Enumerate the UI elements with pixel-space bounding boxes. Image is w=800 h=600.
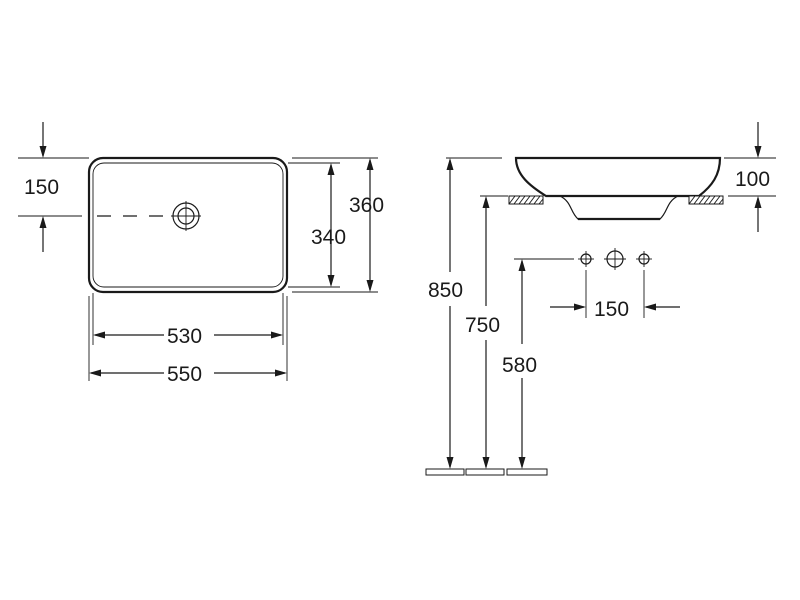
countertop-left: [509, 196, 543, 204]
basin-side-profile: [516, 158, 720, 196]
dim-label-inner-depth: 340: [311, 226, 346, 249]
countertop-right: [689, 196, 723, 204]
basin-inner-bowl: [93, 163, 283, 287]
floor-pad-2: [466, 469, 504, 475]
tap-hole-icon: [578, 248, 652, 270]
dim-label-counter-height: 750: [465, 314, 500, 337]
basin-foot: [560, 196, 678, 219]
floor-pad-1: [426, 469, 464, 475]
dim-label-inner-width: 530: [167, 325, 202, 348]
dim-bowl-height: 100: [724, 122, 776, 232]
basin-outer-rim: [89, 158, 287, 292]
dim-outer-width: 550: [89, 296, 287, 386]
dim-outer-depth: 360: [292, 158, 384, 292]
dim-total-height: 850: [428, 158, 502, 469]
dim-inner-width: 530: [93, 293, 283, 348]
dim-tap-height: 580: [502, 259, 574, 469]
floor-pad-3: [507, 469, 547, 475]
dim-top-offset: 150: [18, 122, 89, 252]
plan-view: 150 340 360 530: [18, 122, 384, 386]
dim-label-tap-height: 580: [502, 354, 537, 377]
dim-tap-spacing: 150: [550, 270, 680, 321]
dim-label-top-offset: 150: [24, 176, 59, 199]
dim-counter-height: 750: [465, 196, 508, 469]
dim-inner-depth: 340: [288, 163, 346, 287]
drain-outlet-icon: [171, 201, 201, 231]
dim-label-tap-spacing: 150: [594, 298, 629, 321]
side-view: 100 150: [426, 122, 776, 475]
dim-label-outer-width: 550: [167, 363, 202, 386]
dim-label-bowl-height: 100: [735, 168, 770, 191]
dim-label-outer-depth: 360: [349, 194, 384, 217]
dim-label-total-height: 850: [428, 279, 463, 302]
